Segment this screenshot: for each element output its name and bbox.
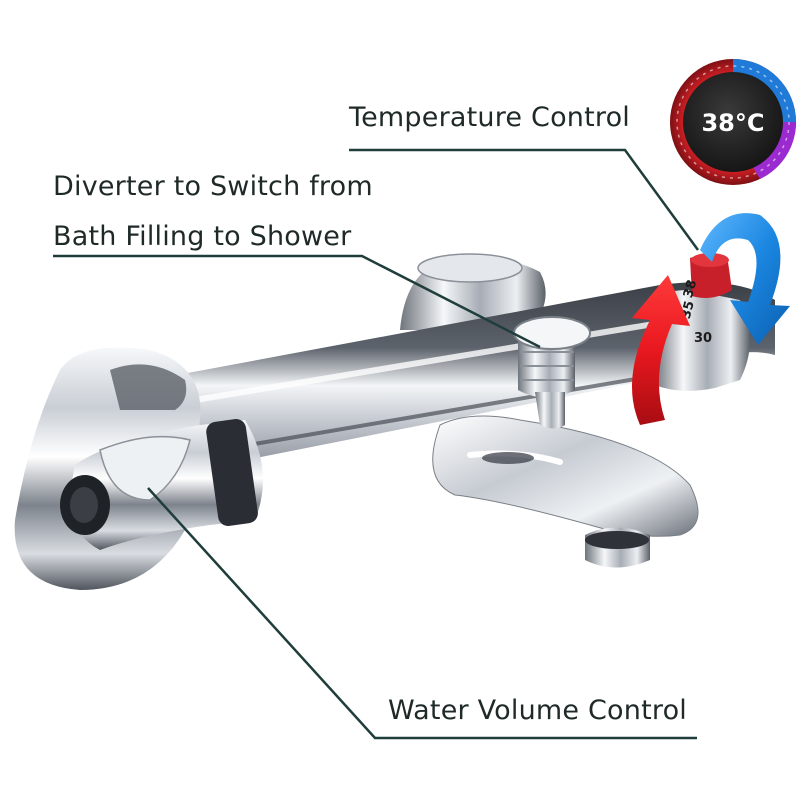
water-volume-control-label: Water Volume Control <box>388 695 687 726</box>
cold-rotation-arrow <box>700 213 790 345</box>
faucet-main-bar <box>148 282 775 470</box>
leader-diverter <box>53 254 541 349</box>
diverter-knob <box>513 316 591 429</box>
water-volume-knob <box>60 419 263 550</box>
leader-temperature <box>349 148 700 251</box>
bath-spout <box>432 415 699 568</box>
rear-left-pillar <box>400 253 546 330</box>
hot-rotation-arrow <box>632 275 690 425</box>
temperature-control-label: Temperature Control <box>349 102 631 133</box>
leader-lines <box>53 148 700 740</box>
temperature-badge: 38°C <box>670 59 797 185</box>
temperature-readout: 38°C <box>701 109 764 137</box>
diverter-label-line1: Diverter to Switch from <box>53 171 373 202</box>
scale-mark-low: 30 <box>694 331 712 346</box>
scale-mark-high: 38 <box>681 278 700 299</box>
diverter-label-line2: Bath Filling to Shower <box>53 221 352 252</box>
leader-volume <box>147 487 697 740</box>
